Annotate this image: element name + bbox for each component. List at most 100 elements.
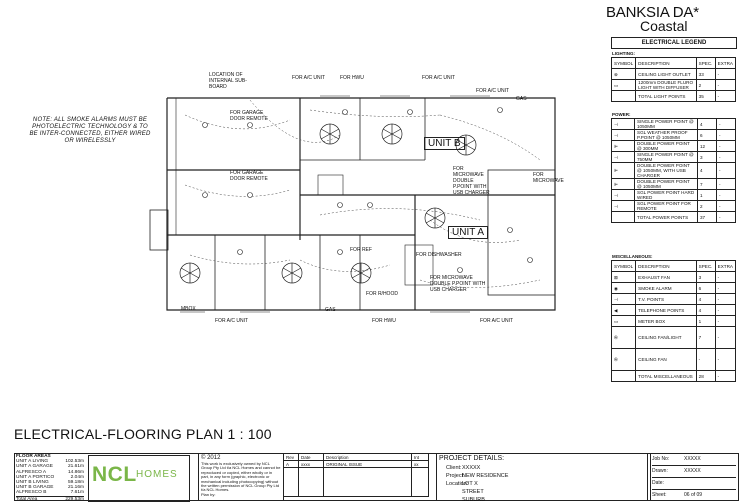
- copyright-body: This work is exclusively owned by NCL Gr…: [201, 461, 281, 493]
- light-outlet-icon: ⊗: [614, 71, 618, 77]
- location-value: LOT X: [462, 481, 478, 487]
- plan-label-microwave-usb: FOR MICROWAVE DOUBLE P.POINT WITH USB CH…: [453, 166, 490, 196]
- telephone-point-icon: ◀: [614, 307, 618, 313]
- plan-label-ac-unit-3: FOR A/C UNIT: [476, 88, 510, 94]
- meter-box-icon: ▭: [614, 318, 619, 324]
- legend-section-misc: MISCELLANEOUS:: [612, 254, 653, 259]
- revision-row: A xxxx ORIGINAL ISSUE xx: [283, 460, 429, 468]
- suburb-value: SUBURB: [462, 497, 485, 503]
- floor-areas-heading: FLOOR AREAS: [16, 454, 51, 459]
- plan-label-microwave-usb-2: FOR MICROWAVE DOUBLE P.POINT WITH USB CH…: [430, 275, 486, 293]
- plan-label-mbox: MBOX: [181, 306, 196, 312]
- project-details-heading: PROJECT DETAILS:: [439, 455, 505, 462]
- remote-power-icon: ⊣: [614, 203, 619, 209]
- legend-col-spec: SPEC.: [695, 57, 716, 69]
- plan-label-subboard: LOCATION OF INTERNAL SUB-BOARD: [209, 72, 247, 90]
- ceiling-fan-light-icon: ✇: [614, 335, 618, 340]
- legend-col-symbol: SYMBOL: [610, 57, 637, 69]
- unit-b-label: UNIT B: [424, 137, 465, 150]
- legend-table-misc: SYMBOL DESCRIPTION SPEC. EXTRA ⊠EXHAUST …: [610, 260, 737, 382]
- legend-row: ▭1200mm DOUBLE FLURO LIGHT WITH DIFFUSER…: [610, 79, 737, 91]
- brand-logo: NCL: [92, 463, 137, 486]
- street-value: STREET: [462, 489, 484, 495]
- legend-row: ✇CEILING FAN--: [610, 348, 737, 371]
- copyright-plan-by: Plan by:: [201, 491, 216, 497]
- plan-label-gas-1: GAS: [516, 96, 527, 102]
- legend-section-lighting: LIGHTING:: [612, 51, 635, 56]
- plan-label-hwu-2: FOR HWU: [372, 318, 396, 324]
- plan-label-ac-unit-2: FOR A/C UNIT: [422, 75, 456, 81]
- brand-logo-suffix: HOMES: [136, 469, 178, 480]
- weatherproof-power-icon: ⊣: [614, 132, 619, 138]
- revisions-table: Rev Date Description Int A xxxx ORIGINAL…: [283, 453, 429, 497]
- client-value: XXXXX: [462, 465, 481, 471]
- job-info: Job No:XXXXX Drawn:XXXXX Date: Sheet:06 …: [652, 454, 736, 501]
- ceiling-fan-icon: ✇: [614, 357, 618, 362]
- plan-label-dishwasher: FOR DISHWASHER: [416, 252, 462, 258]
- legend-col-extra: EXTRA: [714, 57, 737, 69]
- legend-heading: ELECTRICAL LEGEND: [611, 37, 737, 49]
- legend-row: ⊫DOUBLE POWER POINT @ 1050MM, WITH USB C…: [611, 162, 736, 179]
- plan-label-garage-remote-1: FOR GARAGE DOOR REMOTE: [230, 110, 268, 122]
- unit-a-label: UNIT A: [448, 226, 489, 239]
- plan-label-gas-2: GAS: [325, 307, 336, 313]
- project-details: Client:XXXXX Project:NEW RESIDENCE Locat…: [446, 464, 626, 504]
- drawn-by: XXXXX: [684, 468, 701, 474]
- double-power-point-icon: ⊫: [614, 181, 619, 187]
- project-value: NEW RESIDENCE: [462, 473, 509, 479]
- plan-label-rhood: FOR R/HOOD: [366, 291, 398, 297]
- legend-col-description: DESCRIPTION: [635, 57, 697, 69]
- sheet-number: 06 of 09: [684, 492, 703, 498]
- drawing-title: BANKSIA DA*: [606, 4, 699, 21]
- plan-label-microwave: FOR MICROWAVE: [533, 172, 564, 184]
- single-power-point-icon: ⊣: [614, 121, 619, 127]
- tv-point-icon: ⊣: [614, 296, 619, 302]
- exhaust-fan-icon: ⊠: [614, 274, 618, 280]
- plan-label-hwu-1: FOR HWU: [340, 75, 364, 81]
- plan-title: ELECTRICAL-FLOORING PLAN 1 : 100: [14, 426, 272, 442]
- plan-label-ac-unit-4: FOR A/C UNIT: [215, 318, 249, 324]
- legend-table-lighting: SYMBOL DESCRIPTION SPEC. EXTRA ⊗CEILING …: [610, 57, 737, 102]
- copyright-heading: © 2012: [201, 455, 221, 461]
- usb-power-point-icon: ⊫: [614, 168, 619, 173]
- date-value: [672, 480, 684, 486]
- fluoro-light-icon: ▭: [614, 82, 619, 88]
- hard-wired-power-icon: ⊣: [614, 192, 619, 198]
- copyright-notice: © 2012 This work is exclusively owned by…: [201, 455, 281, 497]
- plan-label-ref: FOR REF: [350, 247, 372, 253]
- double-power-point-icon: ⊫: [614, 143, 619, 149]
- legend-section-power: POWER:: [612, 112, 631, 117]
- plan-label-ac-unit-5: FOR A/C UNIT: [480, 318, 514, 324]
- single-power-point-icon: ⊣: [614, 154, 619, 160]
- drawing-subtitle: Coastal: [640, 18, 688, 34]
- plan-label-garage-remote-2: FOR GARAGE DOOR REMOTE: [230, 170, 268, 182]
- plan-label-ac-unit-1: FOR A/C UNIT: [292, 75, 326, 81]
